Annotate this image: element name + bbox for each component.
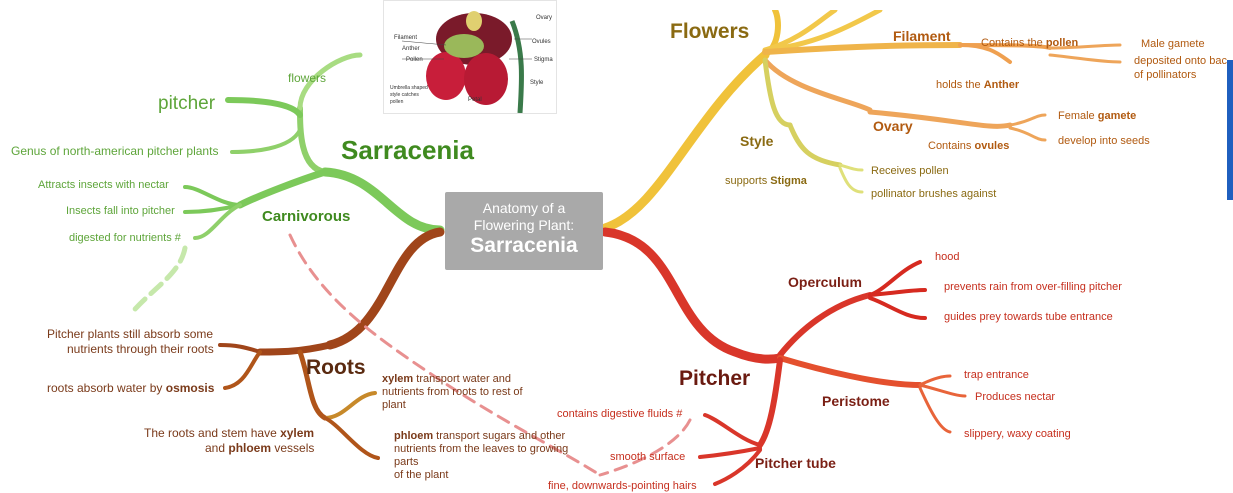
node-xylem-line1[interactable]: xylem transport water and: [382, 373, 511, 386]
image-label-umbrella-style: Umbrella shaped style catches pollen: [390, 85, 430, 106]
node-filament[interactable]: Filament: [893, 28, 951, 44]
topic-flowers[interactable]: Flowers: [670, 20, 749, 44]
image-label-filament: Filament: [394, 35, 417, 42]
node-produces-nectar[interactable]: Produces nectar: [975, 391, 1055, 404]
image-label-pollen: Pollen: [406, 57, 423, 64]
topic-sarracenia[interactable]: Sarracenia: [341, 136, 474, 166]
node-prevents-rain[interactable]: prevents rain from over-filling pitcher: [944, 281, 1122, 294]
node-smooth-surface[interactable]: smooth surface: [610, 451, 685, 464]
node-peristome[interactable]: Peristome: [822, 393, 890, 409]
female-prefix: Female: [1058, 110, 1098, 122]
node-stem-line1[interactable]: The roots and stem have xylem: [144, 427, 314, 441]
node-ovary[interactable]: Ovary: [873, 118, 913, 134]
xylem-text1: transport water and: [413, 373, 511, 385]
side-scroll-indicator[interactable]: [1227, 60, 1233, 200]
node-carnivorous[interactable]: Carnivorous: [262, 208, 350, 225]
image-label-anther: Anther: [402, 46, 420, 53]
node-absorb-line2[interactable]: nutrients through their roots: [67, 343, 214, 357]
osmosis-bold: osmosis: [166, 381, 215, 395]
contains-ovules-bold: ovules: [974, 140, 1009, 152]
contains-pollen-bold: pollen: [1046, 37, 1078, 49]
topic-pitcher[interactable]: Pitcher: [679, 367, 750, 391]
node-xylem-line2[interactable]: nutrients from roots to rest of: [382, 386, 523, 399]
stem-suffix: vessels: [271, 441, 314, 455]
pitcher-branches: [600, 232, 965, 484]
node-pitcher[interactable]: pitcher: [158, 93, 215, 115]
node-develop-seeds[interactable]: develop into seeds: [1058, 135, 1150, 148]
node-osmosis[interactable]: roots absorb water by osmosis: [47, 382, 214, 396]
node-digested[interactable]: digested for nutrients #: [69, 232, 181, 245]
node-phloem-line3[interactable]: parts: [394, 456, 418, 469]
image-label-ovules: Ovules: [532, 39, 551, 46]
node-attracts-insects[interactable]: Attracts insects with nectar: [38, 179, 169, 192]
central-topic-line1: Anatomy of a: [445, 200, 603, 217]
node-phloem-line4[interactable]: of the plant: [394, 469, 448, 482]
central-topic-node[interactable]: Anatomy of a Flowering Plant: Sarracenia: [445, 192, 603, 270]
holds-bold: Anther: [984, 79, 1019, 91]
stem-phloem: phloem: [228, 441, 271, 455]
node-trap-entrance[interactable]: trap entrance: [964, 369, 1029, 382]
node-absorb-line1[interactable]: Pitcher plants still absorb some: [47, 328, 213, 342]
node-insects-fall[interactable]: Insects fall into pitcher: [66, 205, 175, 218]
supports-bold: Stigma: [770, 175, 807, 187]
image-label-style: Style: [530, 80, 543, 87]
contains-ovules-prefix: Contains: [928, 140, 974, 152]
node-male-gamete[interactable]: Male gamete: [1141, 38, 1205, 51]
node-supports-stigma[interactable]: supports Stigma: [725, 175, 807, 188]
flower-anatomy-image: Ovary Ovules Filament Anther Stigma Poll…: [383, 0, 557, 114]
node-pitcher-tube[interactable]: Pitcher tube: [755, 455, 836, 471]
image-label-petal: Petal: [468, 97, 482, 104]
central-topic-title: Sarracenia: [445, 234, 603, 258]
image-label-ovary: Ovary: [536, 15, 552, 22]
stem-and: and: [205, 441, 228, 455]
osmosis-prefix: roots absorb water by: [47, 381, 166, 395]
topic-roots[interactable]: Roots: [306, 356, 366, 380]
node-downward-hairs[interactable]: fine, downwards-pointing hairs: [548, 480, 697, 493]
node-digestive-fluids[interactable]: contains digestive fluids #: [557, 408, 682, 421]
phloem-bold: phloem: [394, 430, 433, 442]
node-hood[interactable]: hood: [935, 251, 959, 264]
supports-prefix: supports: [725, 175, 770, 187]
xylem-bold: xylem: [382, 373, 413, 385]
node-receives-pollen[interactable]: Receives pollen: [871, 165, 949, 178]
phloem-text1: transport sugars and other: [433, 430, 565, 442]
node-slippery-coating[interactable]: slippery, waxy coating: [964, 428, 1071, 441]
central-topic-line2: Flowering Plant:: [445, 217, 603, 234]
contains-pollen-prefix: Contains the: [981, 37, 1046, 49]
node-style[interactable]: Style: [740, 133, 773, 149]
node-contains-pollen[interactable]: Contains the pollen: [981, 37, 1078, 50]
node-pollinator-brushes[interactable]: pollinator brushes against: [871, 188, 996, 201]
holds-prefix: holds the: [936, 79, 984, 91]
image-label-stigma: Stigma: [534, 57, 553, 64]
node-xylem-line3[interactable]: plant: [382, 399, 406, 412]
node-flowers[interactable]: flowers: [288, 72, 326, 86]
node-genus[interactable]: Genus of north-american pitcher plants: [11, 145, 218, 159]
node-phloem-line2[interactable]: nutrients from the leaves to growing: [394, 443, 568, 456]
node-deposited-line2[interactable]: of pollinators: [1134, 69, 1196, 82]
node-guides-prey[interactable]: guides prey towards tube entrance: [944, 311, 1113, 324]
node-stem-line2[interactable]: and phloem vessels: [205, 442, 314, 456]
stem-prefix: The roots and stem have: [144, 426, 280, 440]
female-bold: gamete: [1098, 110, 1137, 122]
node-deposited-line1[interactable]: deposited onto bac: [1134, 55, 1227, 68]
node-contains-ovules[interactable]: Contains ovules: [928, 140, 1009, 153]
node-operculum[interactable]: Operculum: [788, 274, 862, 290]
node-female-gamete[interactable]: Female gamete: [1058, 110, 1136, 123]
stem-xylem: xylem: [280, 426, 314, 440]
node-holds-anther[interactable]: holds the Anther: [936, 79, 1019, 92]
node-phloem-line1[interactable]: phloem transport sugars and other: [394, 430, 565, 443]
